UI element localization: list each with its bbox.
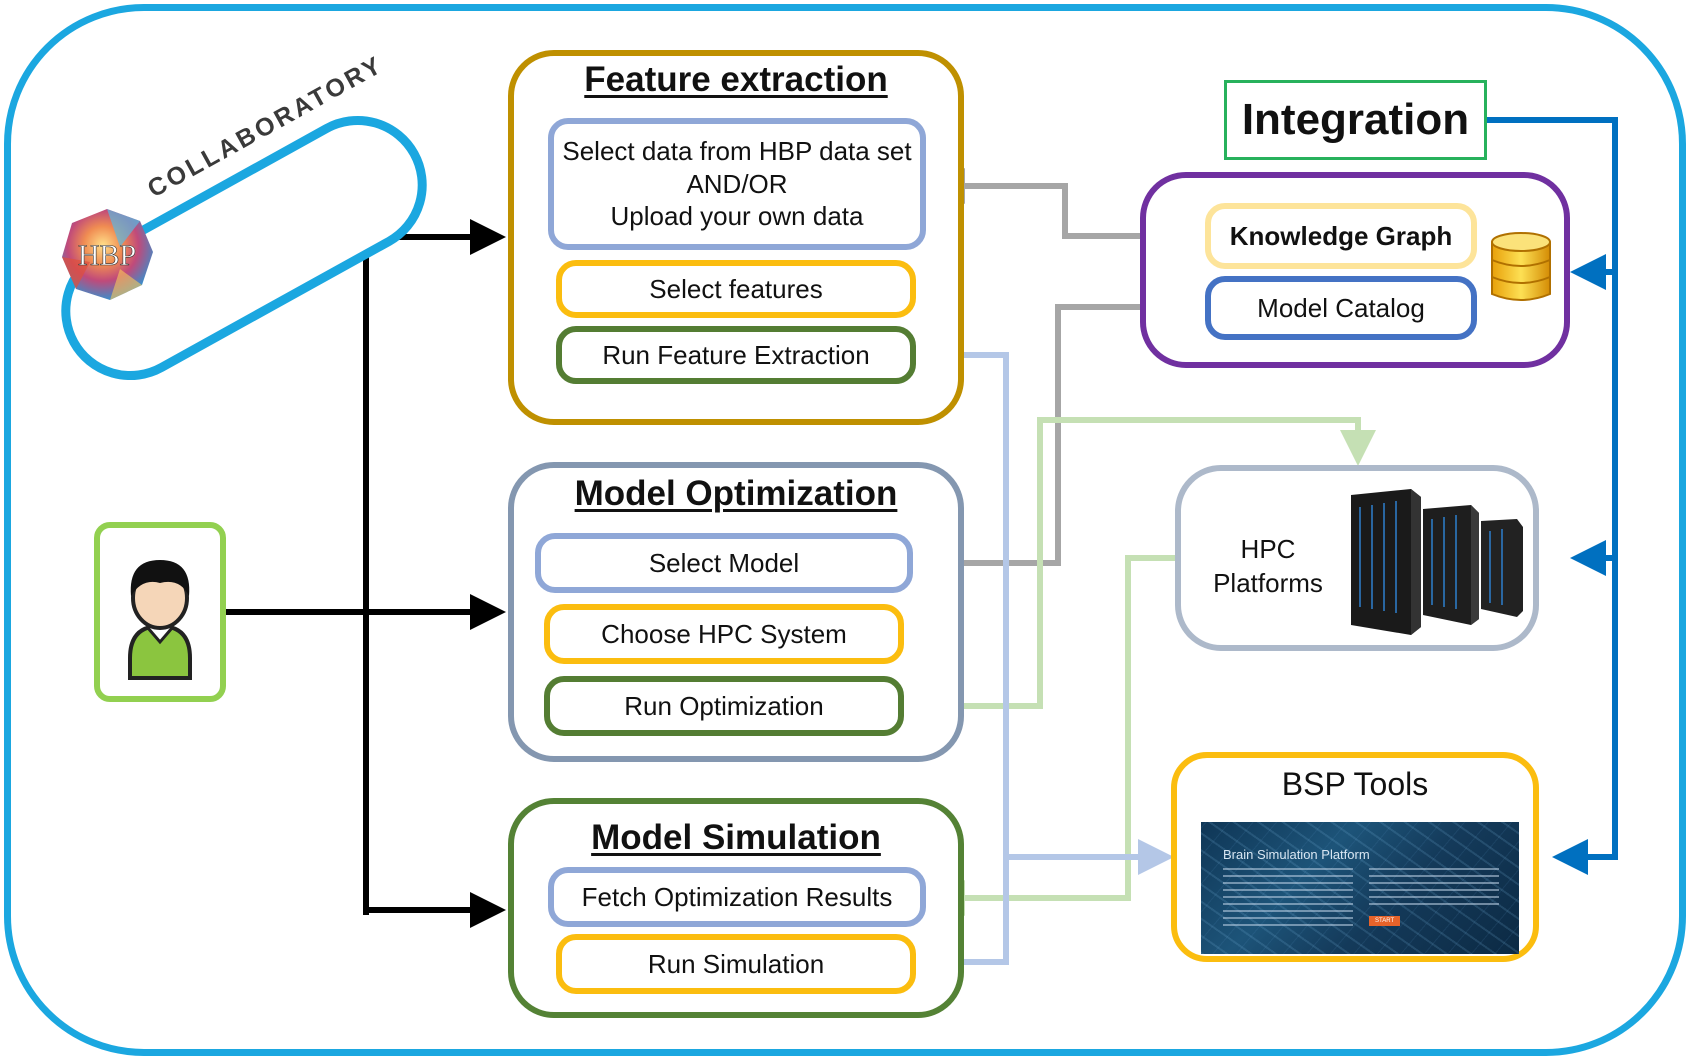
select-features-box[interactable]: Select features: [556, 260, 916, 318]
hpc-label-line-1: HPC: [1240, 534, 1296, 564]
bsp-screenshot-text-right: [1369, 868, 1499, 908]
run-feature-extraction-label: Run Feature Extraction: [602, 339, 870, 370]
select-data-line-3: Upload your own data: [610, 201, 864, 232]
select-features-label: Select features: [649, 273, 823, 304]
run-feature-extraction-box[interactable]: Run Feature Extraction: [556, 326, 916, 384]
hpc-platforms-label: HPC Platforms: [1203, 533, 1333, 601]
select-model-box[interactable]: Select Model: [535, 533, 913, 593]
select-model-label: Select Model: [648, 547, 800, 578]
integration-bus: [1487, 117, 1618, 875]
bsp-tools-panel: BSP Tools Brain Simulation Platform STAR…: [1171, 752, 1539, 962]
integration-title: Integration: [1224, 80, 1487, 160]
knowledge-graph-box[interactable]: Knowledge Graph: [1205, 203, 1477, 269]
bsp-screenshot: Brain Simulation Platform START: [1201, 822, 1519, 954]
user-to-feature-arrow: [363, 219, 506, 915]
choose-hpc-system-box[interactable]: Choose HPC System: [544, 604, 904, 664]
hbp-logo-icon: HBP: [62, 209, 153, 300]
database-icon: [1491, 232, 1551, 301]
run-simulation-box[interactable]: Run Simulation: [556, 934, 916, 994]
hbp-logo-text: HBP: [78, 239, 136, 272]
collaboratory-logo: COLLABORATORY HBP: [36, 50, 452, 405]
run-simulation-label: Run Simulation: [647, 948, 825, 979]
outer-frame: [4, 4, 1686, 1056]
model-catalog-box[interactable]: Model Catalog: [1205, 276, 1477, 340]
hpc-platforms-panel: HPC Platforms: [1175, 465, 1539, 651]
feature-extraction-title: Feature extraction: [584, 60, 888, 99]
run-optimization-to-hpc-arrow: [902, 417, 1376, 709]
user-box: [94, 522, 226, 702]
model-catalog-to-select-model-arrow: [914, 304, 1210, 581]
hpc-label-line-2: Platforms: [1213, 567, 1323, 598]
select-data-line-2: AND/OR: [686, 168, 788, 199]
select-data-line-1: Select data from HBP data set: [562, 136, 912, 167]
server-rack-icon: [1351, 489, 1523, 635]
knowledge-graph-to-select-data-arrow: [929, 168, 1205, 239]
model-simulation-title: Model Simulation: [591, 818, 881, 857]
model-optimization-title: Model Optimization: [574, 474, 898, 513]
select-data-box[interactable]: Select data from HBP data set AND/OR Upl…: [548, 118, 926, 250]
hpc-to-fetch-results-arrow: [929, 555, 1175, 916]
choose-hpc-system-label: Choose HPC System: [601, 618, 847, 649]
user-icon: [128, 560, 192, 680]
model-catalog-label: Model Catalog: [1257, 292, 1425, 323]
bsp-screenshot-heading: Brain Simulation Platform: [1223, 847, 1370, 862]
run-optimization-label: Run Optimization: [624, 690, 824, 721]
fetch-optimization-results-box[interactable]: Fetch Optimization Results: [548, 867, 926, 927]
knowledge-graph-label: Knowledge Graph: [1229, 220, 1453, 251]
bsp-tools-title: BSP Tools: [1281, 766, 1429, 802]
bsp-start-button[interactable]: START: [1369, 916, 1401, 926]
bsp-screenshot-text-left: [1223, 868, 1353, 928]
run-optimization-box[interactable]: Run Optimization: [544, 676, 904, 736]
fetch-optimization-results-label: Fetch Optimization Results: [581, 881, 893, 912]
